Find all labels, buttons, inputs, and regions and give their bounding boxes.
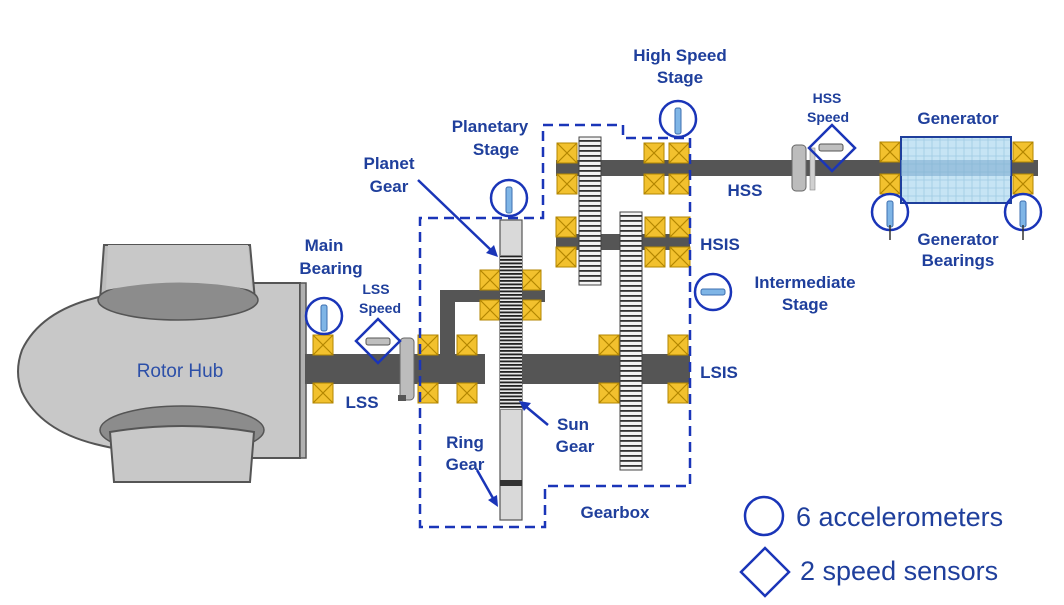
lsis-bearing-3 [667, 334, 689, 356]
lsis-bearing-1 [598, 334, 620, 356]
legend: 6 accelerometers 2 speed sensors [739, 495, 1003, 598]
planetary-stage-accelerometer [489, 178, 529, 218]
planet-bearing-1 [479, 269, 501, 291]
planet-gear-label-2: Gear [370, 177, 409, 196]
gearbox-outline [418, 123, 692, 529]
main-bearing-label-2: Bearing [299, 259, 362, 278]
intermediate-stage-label-2: Stage [782, 295, 828, 314]
generator-label: Generator [917, 109, 999, 128]
main-bearing-top [312, 334, 334, 356]
hss-bearing-1 [556, 142, 578, 164]
intermediate-gear [619, 211, 643, 471]
hss-label: HSS [728, 181, 763, 200]
main-bearing-bottom [312, 382, 334, 404]
planet-bearing-2 [479, 299, 501, 321]
lsis-bearing-2 [598, 382, 620, 404]
gen-bearing-4 [1012, 173, 1034, 195]
hsis-bearing-3 [644, 216, 666, 238]
gearbox-label: Gearbox [581, 503, 651, 522]
ring-gear-label-2: Gear [446, 455, 485, 474]
planet-gear-arrow [417, 179, 498, 257]
generator-bearing-accelerometer-1 [870, 192, 910, 240]
hsis-label: HSIS [700, 235, 740, 254]
rotor-hub-label: Rotor Hub [137, 361, 224, 382]
hsis-pinion-gear [578, 136, 602, 286]
lss-speed-label-2: Speed [359, 300, 401, 316]
hss-bearing-3 [643, 142, 665, 164]
lss-coupling [399, 337, 415, 401]
gen-bearing-3 [1012, 141, 1034, 163]
hsis-bearing-4 [644, 246, 666, 268]
lss-bearing-top-2 [456, 334, 478, 356]
hss-bearing-5 [668, 142, 690, 164]
hss-coupling [791, 144, 807, 192]
lss-speed-sensor [354, 317, 402, 365]
main-bearing-accelerometer [304, 296, 344, 336]
hss-speed-sensor [807, 123, 857, 173]
planet-bearing-4 [520, 299, 542, 321]
lsis-shaft [520, 354, 690, 384]
planet-gear-label-1: Planet [363, 154, 414, 173]
high-speed-stage-label-1: High Speed [633, 46, 727, 65]
lsis-bearing-4 [667, 382, 689, 404]
planetary-stage-label-1: Planetary [452, 117, 529, 136]
low-speed-shaft [305, 354, 485, 384]
hss-speed-label-2: Speed [807, 109, 849, 125]
sun-gear-arrow [519, 401, 549, 426]
hss-bearing-2 [556, 173, 578, 195]
hsis-bearing-1 [555, 216, 577, 238]
legend-accelerometer-icon [743, 495, 785, 537]
sun-gear-label-2: Gear [556, 437, 595, 456]
planetary-stage-label-2: Stage [473, 140, 519, 159]
legend-speed-sensor-icon [739, 546, 791, 598]
lss-bearing-bottom-2 [456, 382, 478, 404]
sun-gear-label-1: Sun [557, 415, 589, 434]
generator-bearing-accelerometer-2 [1003, 192, 1043, 240]
lsis-label: LSIS [700, 363, 738, 382]
lss-label: LSS [345, 393, 378, 412]
hss-speed-label-1: HSS [813, 90, 842, 106]
planet-bearing-3 [520, 269, 542, 291]
high-speed-stage-label-2: Stage [657, 68, 703, 87]
ring-gear [499, 219, 523, 521]
lss-speed-label-1: LSS [362, 281, 389, 297]
generator-bearings-label-1: Generator [917, 230, 999, 249]
hsis-bearing-6 [669, 246, 691, 268]
rotor-hub [17, 244, 307, 483]
intermediate-stage-accelerometer [693, 272, 733, 312]
hsis-bearing-2 [555, 246, 577, 268]
legend-speed-sensors: 2 speed sensors [800, 556, 998, 586]
intermediate-stage-label-1: Intermediate [754, 273, 855, 292]
planet-carrier [440, 290, 545, 354]
main-bearing-label-1: Main [305, 236, 344, 255]
legend-accelerometers: 6 accelerometers [796, 502, 1003, 532]
hss-bearing-6 [668, 173, 690, 195]
ring-gear-arrow [475, 469, 498, 507]
hsis-bearing-5 [669, 216, 691, 238]
gen-bearing-1 [879, 141, 901, 163]
gen-bearing-2 [879, 173, 901, 195]
high-speed-stage-accelerometer [658, 99, 698, 139]
hss-bearing-4 [643, 173, 665, 195]
generator-bearings-label-2: Bearings [922, 251, 995, 270]
ring-gear-label-1: Ring [446, 433, 484, 452]
